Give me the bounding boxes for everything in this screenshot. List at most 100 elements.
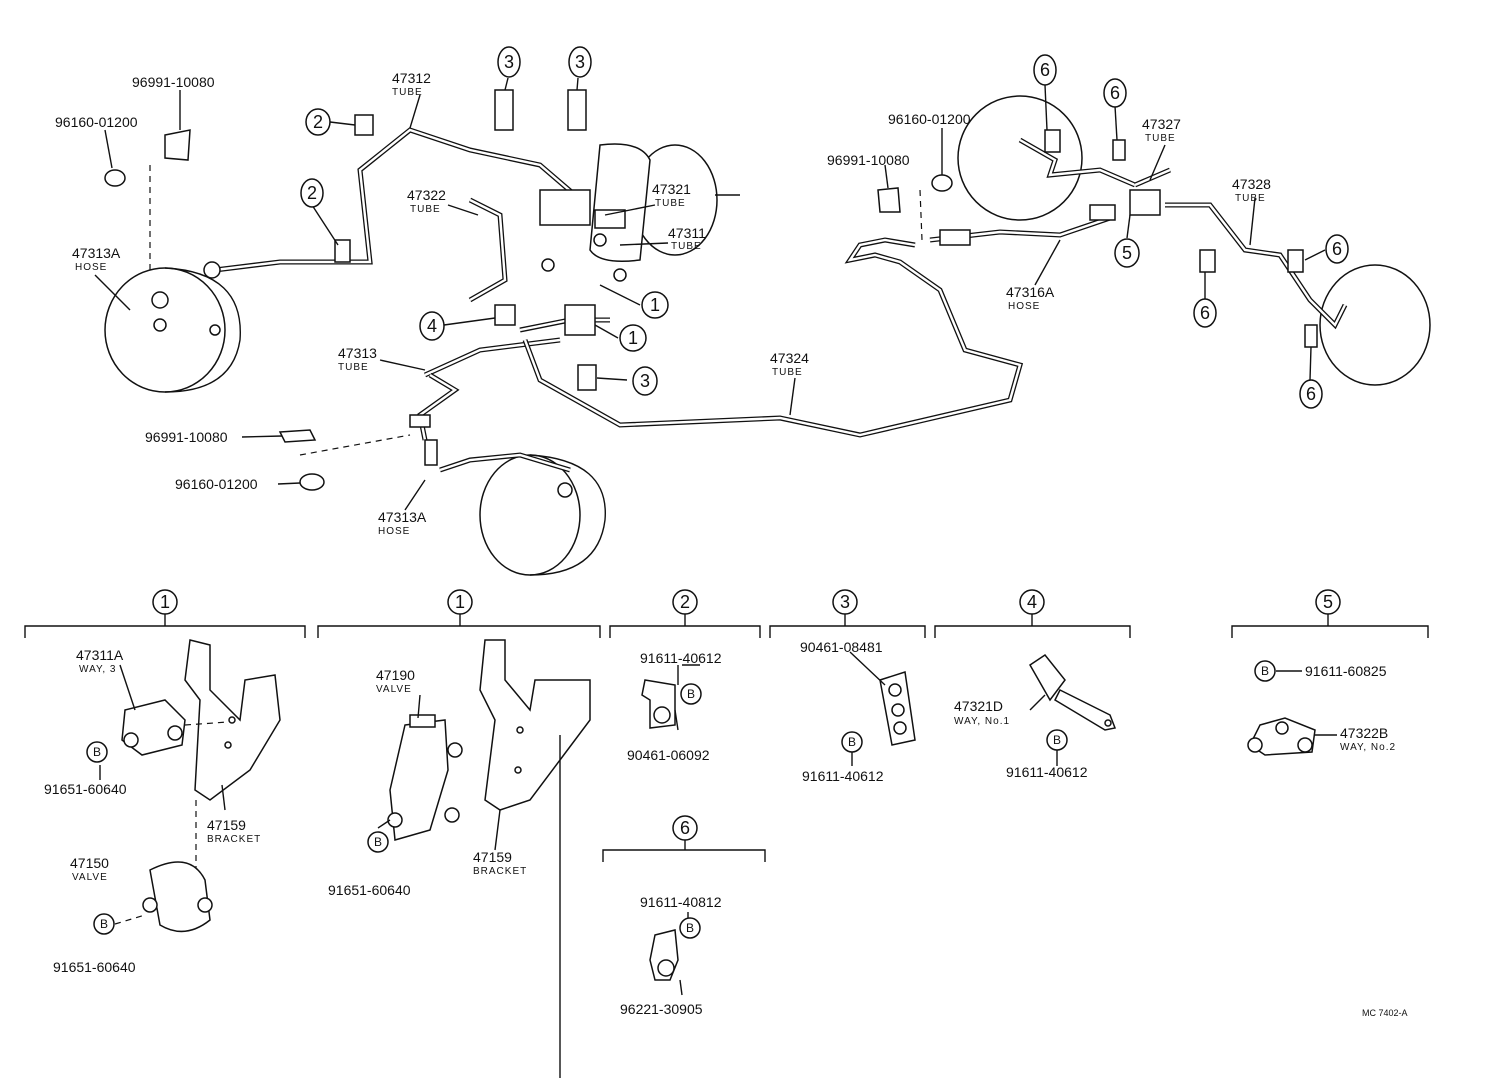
svg-text:6: 6: [1200, 303, 1210, 323]
svg-text:5: 5: [1323, 592, 1333, 612]
ref-oval-2-a: 2: [305, 108, 331, 136]
callout-hose-47313A-fl-sub: HOSE: [75, 262, 107, 273]
detail-ref-4: 4: [1019, 589, 1045, 615]
d4-bolt: 91611-40612: [1006, 764, 1088, 780]
svg-text:6: 6: [1110, 83, 1120, 103]
callout-tube-47312-sub: TUBE: [392, 87, 423, 98]
callout-grommet-96160-ml: 96160-01200: [175, 476, 258, 492]
svg-text:B: B: [1053, 733, 1061, 747]
detail-brackets: [24, 614, 1429, 862]
grommet-96160-r-shape: [931, 174, 953, 192]
callout-grommet-96160-r: 96160-01200: [888, 111, 971, 127]
d3-b-symbol: B: [841, 731, 863, 753]
callout-clip-96991-r: 96991-10080: [827, 152, 910, 168]
ref-oval-6-d: 6: [1193, 298, 1217, 328]
svg-text:6: 6: [680, 818, 690, 838]
detail-ref-3: 3: [832, 589, 858, 615]
svg-text:6: 6: [1306, 384, 1316, 404]
svg-text:2: 2: [680, 592, 690, 612]
diagram-code: MC 7402-A: [1362, 1008, 1408, 1018]
callout-tube-47322-sub: TUBE: [410, 204, 441, 215]
svg-text:B: B: [374, 835, 382, 849]
d3-clamp: 90461-08481: [800, 639, 883, 655]
d1a-valve: 47150: [70, 855, 109, 871]
detail-5-parts: [1247, 670, 1337, 756]
hose-fittings: [203, 189, 1161, 466]
ref-oval-3-c: 3: [632, 366, 658, 396]
svg-text:3: 3: [640, 371, 650, 391]
d1a-bolt2: 91651-60640: [53, 959, 136, 975]
d1a-way: 47311A: [76, 647, 124, 663]
callout-clip-96991-ml: 96991-10080: [145, 429, 228, 445]
ref-circle-1-a: 1: [641, 291, 669, 319]
ref-oval-2-b: 2: [300, 178, 324, 208]
svg-text:B: B: [1261, 664, 1269, 678]
svg-text:B: B: [100, 917, 108, 931]
callout-tube-47324: 47324: [770, 350, 809, 366]
d3-bolt: 91611-40612: [802, 768, 884, 784]
d5-b-symbol: B: [1254, 660, 1276, 682]
rear-right-brake-drum: [1319, 264, 1431, 386]
detail-3-parts: [849, 651, 916, 766]
d1b-bracket-sub: BRACKET: [473, 866, 527, 877]
callout-tube-47321-sub: TUBE: [655, 198, 686, 209]
detail-4-parts: [1029, 653, 1117, 766]
callout-hose-47313A-fl: 47313A: [72, 245, 121, 261]
callout-tube-47311-sub: TUBE: [671, 241, 702, 252]
callout-tube-47328-sub: TUBE: [1235, 193, 1266, 204]
d1a-b-symbol-2: B: [93, 913, 115, 935]
svg-text:1: 1: [628, 328, 638, 348]
d1b-valve-sub: VALVE: [376, 684, 412, 695]
svg-text:B: B: [93, 745, 101, 759]
svg-text:2: 2: [307, 183, 317, 203]
front-right-brake-drum: [479, 454, 606, 576]
callout-tube-47311: 47311: [668, 225, 706, 241]
ref-oval-3-a: 3: [497, 46, 521, 78]
d6-bolt: 91611-40812: [640, 894, 722, 910]
callout-grommet-96160-tl: 96160-01200: [55, 114, 138, 130]
ref-circle-1-b: 1: [619, 324, 647, 352]
detail-ref-6: 6: [672, 815, 698, 841]
d2-bolt: 91611-40612: [640, 650, 722, 666]
ref-oval-6-e: 6: [1299, 379, 1323, 409]
svg-text:1: 1: [160, 592, 170, 612]
svg-text:5: 5: [1122, 243, 1132, 263]
d4-b-symbol: B: [1046, 729, 1068, 751]
callout-tube-47327-sub: TUBE: [1145, 133, 1176, 144]
d1b-b-symbol: B: [367, 831, 389, 853]
brake-booster: [589, 143, 740, 262]
d1b-bolt: 91651-60640: [328, 882, 411, 898]
detail-6-parts: [649, 912, 689, 996]
svg-text:2: 2: [313, 112, 323, 132]
ref-oval-6-c: 6: [1325, 234, 1349, 264]
callout-hose-47313A-fr: 47313A: [378, 509, 427, 525]
ref-oval-6-b: 6: [1103, 78, 1127, 108]
grommet-96160-tl-shape: [104, 169, 126, 187]
svg-text:6: 6: [1040, 60, 1050, 80]
svg-text:3: 3: [840, 592, 850, 612]
svg-text:1: 1: [650, 295, 660, 315]
detail-ref-1b: 1: [447, 589, 473, 615]
svg-text:1: 1: [455, 592, 465, 612]
front-left-brake-drum: [104, 267, 241, 393]
grommet-96160-ml-shape: [299, 473, 325, 491]
d5-way: 47322B: [1340, 725, 1388, 741]
d1a-bracket: 47159: [207, 817, 246, 833]
callout-clip-96991-tl: 96991-10080: [132, 74, 215, 90]
detail-ref-2: 2: [672, 589, 698, 615]
d6-clamp: 96221-30905: [620, 1001, 703, 1017]
callout-tube-47322: 47322: [407, 187, 446, 203]
d5-bolt: 91611-60825: [1305, 663, 1387, 679]
callout-tube-47324-sub: TUBE: [772, 367, 803, 378]
clip-96991-ml-shape: [278, 429, 317, 443]
master-cylinder-fittings: [539, 189, 627, 336]
callout-tube-47328: 47328: [1232, 176, 1271, 192]
callout-tube-47313-sub: TUBE: [338, 362, 369, 373]
svg-text:3: 3: [575, 52, 585, 72]
callout-tube-47327: 47327: [1142, 116, 1181, 132]
brake-tubes: [214, 127, 1348, 473]
callout-tube-47312: 47312: [392, 70, 431, 86]
d4-way: 47321D: [954, 698, 1003, 714]
svg-text:4: 4: [1027, 592, 1037, 612]
clip-96991-tl-shape: [164, 129, 191, 161]
